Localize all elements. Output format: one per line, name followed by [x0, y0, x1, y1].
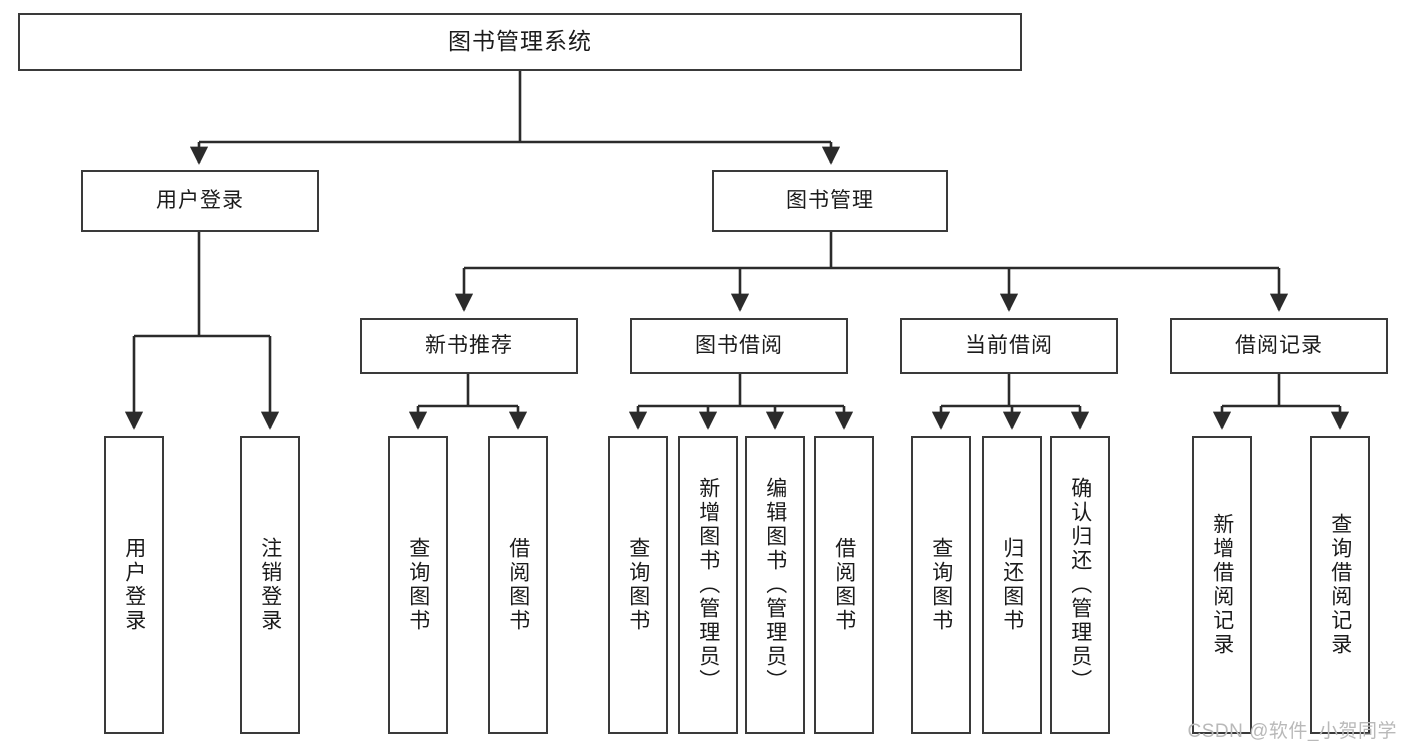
node-leaf-return-book[interactable]: 归还图书	[982, 436, 1042, 734]
node-book-borrow-label: 图书借阅	[695, 333, 783, 357]
node-new-book-recommend[interactable]: 新书推荐	[360, 318, 578, 374]
node-leaf-add-borrow-record[interactable]: 新增借阅记录	[1192, 436, 1252, 734]
node-leaf-borrow-book-1-label: 借阅图书	[506, 537, 530, 633]
node-leaf-borrow-book-2[interactable]: 借阅图书	[814, 436, 874, 734]
watermark-text: CSDN @软件_小贺同学	[1187, 721, 1397, 742]
node-leaf-confirm-return[interactable]: 确认归还（管理员）	[1050, 436, 1110, 734]
node-user-login-label: 用户登录	[156, 188, 244, 212]
node-book-borrow[interactable]: 图书借阅	[630, 318, 848, 374]
node-leaf-borrow-book-2-label: 借阅图书	[832, 537, 856, 633]
node-leaf-confirm-return-label: 确认归还（管理员）	[1068, 477, 1092, 693]
node-leaf-query-book-2-label: 查询图书	[626, 537, 650, 633]
node-user-login[interactable]: 用户登录	[81, 170, 319, 232]
node-leaf-add-book[interactable]: 新增图书（管理员）	[678, 436, 738, 734]
node-borrow-record[interactable]: 借阅记录	[1170, 318, 1388, 374]
node-book-manage-label: 图书管理	[786, 188, 874, 212]
node-leaf-logout-login[interactable]: 注销登录	[240, 436, 300, 734]
node-leaf-user-login[interactable]: 用户登录	[104, 436, 164, 734]
node-leaf-query-borrow-record-label: 查询借阅记录	[1328, 513, 1352, 657]
node-leaf-query-book-3[interactable]: 查询图书	[911, 436, 971, 734]
node-root[interactable]: 图书管理系统	[18, 13, 1022, 71]
node-leaf-edit-book[interactable]: 编辑图书（管理员）	[745, 436, 805, 734]
node-borrow-record-label: 借阅记录	[1235, 333, 1323, 357]
node-leaf-edit-book-label: 编辑图书（管理员）	[763, 477, 787, 693]
node-leaf-add-borrow-record-label: 新增借阅记录	[1210, 513, 1234, 657]
node-leaf-query-book-2[interactable]: 查询图书	[608, 436, 668, 734]
node-current-borrow[interactable]: 当前借阅	[900, 318, 1118, 374]
node-leaf-query-book-1-label: 查询图书	[406, 537, 430, 633]
node-current-borrow-label: 当前借阅	[965, 333, 1053, 357]
node-leaf-return-book-label: 归还图书	[1000, 537, 1024, 633]
node-new-book-recommend-label: 新书推荐	[425, 333, 513, 357]
node-root-label: 图书管理系统	[448, 28, 592, 55]
node-book-manage[interactable]: 图书管理	[712, 170, 948, 232]
node-leaf-add-book-label: 新增图书（管理员）	[696, 477, 720, 693]
node-leaf-query-borrow-record[interactable]: 查询借阅记录	[1310, 436, 1370, 734]
node-leaf-borrow-book-1[interactable]: 借阅图书	[488, 436, 548, 734]
node-leaf-query-book-1[interactable]: 查询图书	[388, 436, 448, 734]
node-leaf-query-book-3-label: 查询图书	[929, 537, 953, 633]
node-leaf-user-login-label: 用户登录	[122, 537, 146, 633]
node-leaf-logout-login-label: 注销登录	[258, 537, 282, 633]
